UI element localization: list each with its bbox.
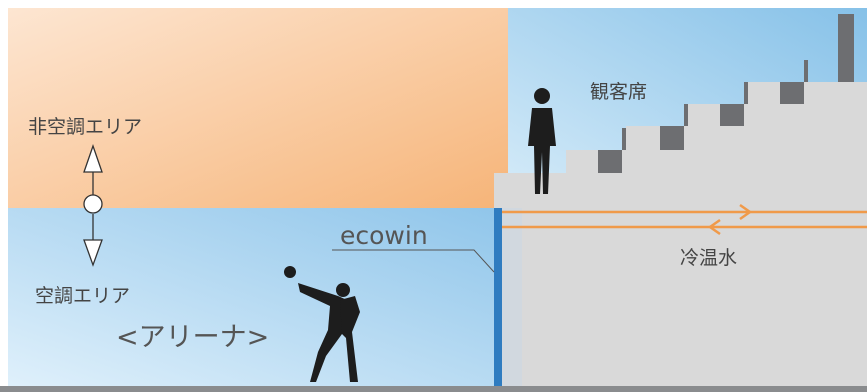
ac-zone	[8, 208, 508, 386]
ac-area-label: 空調エリア	[35, 285, 130, 307]
ecowin-panel-edge	[502, 208, 522, 386]
non-ac-area-label: 非空調エリア	[28, 116, 142, 138]
seat-risers	[598, 14, 854, 173]
ecowin-label: ecowin	[340, 221, 428, 250]
arena-floor	[0, 386, 867, 392]
ecowin-panel	[494, 208, 502, 386]
water-pipes	[502, 203, 867, 236]
arena-label: <アリーナ>	[116, 322, 269, 353]
ecowin-leader-line	[332, 249, 495, 273]
volleyball-player-silhouette	[284, 266, 360, 382]
seats-label: 観客席	[590, 81, 647, 103]
non-ac-zone	[8, 8, 508, 208]
water-label: 冷温水	[680, 247, 737, 269]
grandstand	[494, 82, 867, 386]
boundary-indicator	[83, 144, 103, 267]
spectator-silhouette	[528, 88, 556, 194]
